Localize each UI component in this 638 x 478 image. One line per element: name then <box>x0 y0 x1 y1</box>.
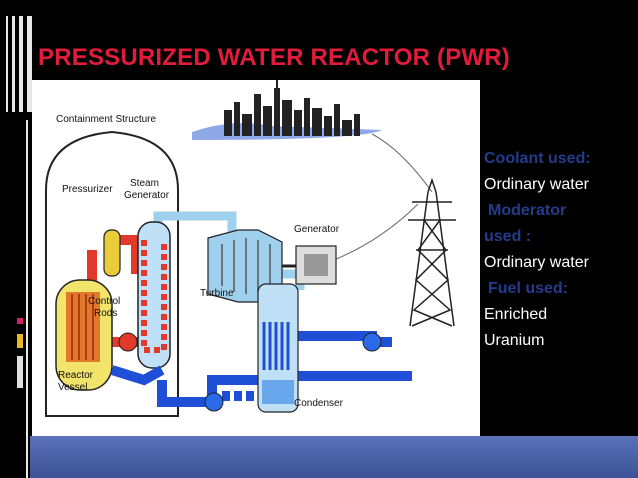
city-skyline <box>192 80 382 140</box>
cold-coolant-loop <box>110 332 192 407</box>
coolant-value: Ordinary water <box>484 176 589 193</box>
label-turbine: Turbine <box>200 288 234 299</box>
coolant-heading: Coolant used: <box>484 150 591 167</box>
fuel-value-line1: Enriched <box>484 306 548 323</box>
transmission-tower-icon <box>408 177 456 327</box>
accent-mark-white <box>17 356 23 388</box>
side-divider <box>26 120 28 478</box>
generator <box>282 245 337 285</box>
moderator-heading-line2: used : <box>484 228 532 245</box>
pwr-diagram: Containment Structure Pressurizer Steam … <box>32 80 480 436</box>
moderator-heading-line1: Moderator <box>488 202 567 219</box>
label-control-2: Rods <box>94 308 117 319</box>
label-steam-2: Generator <box>124 190 170 201</box>
cooling-water-loop <box>192 331 412 412</box>
label-pressurizer: Pressurizer <box>62 184 113 195</box>
slide-title: PRESSURIZED WATER REACTOR (PWR) <box>38 44 510 71</box>
info-panel: Coolant used: Ordinary water Moderator u… <box>484 146 636 354</box>
label-reactor-2: Vessel <box>58 382 87 393</box>
label-reactor-1: Reactor <box>58 370 94 381</box>
accent-mark-yellow <box>17 334 23 348</box>
reactor-vessel <box>55 279 113 391</box>
fuel-heading: Fuel used: <box>488 280 569 297</box>
label-containment: Containment Structure <box>56 114 156 125</box>
condenser <box>257 283 299 413</box>
label-condenser: Condenser <box>294 398 344 409</box>
accent-mark-pink <box>17 318 23 324</box>
bottom-band <box>30 436 638 478</box>
label-generator: Generator <box>294 224 340 235</box>
label-steam-1: Steam <box>130 178 159 189</box>
moderator-value: Ordinary water <box>484 254 589 271</box>
label-control-1: Control <box>88 296 120 307</box>
pressurizer <box>103 229 121 277</box>
diagram-labels: Containment Structure Pressurizer Steam … <box>56 114 344 409</box>
pwr-diagram-svg: Containment Structure Pressurizer Steam … <box>45 80 456 417</box>
fuel-value-line2: Uranium <box>484 332 545 349</box>
decorative-bars <box>0 16 36 126</box>
